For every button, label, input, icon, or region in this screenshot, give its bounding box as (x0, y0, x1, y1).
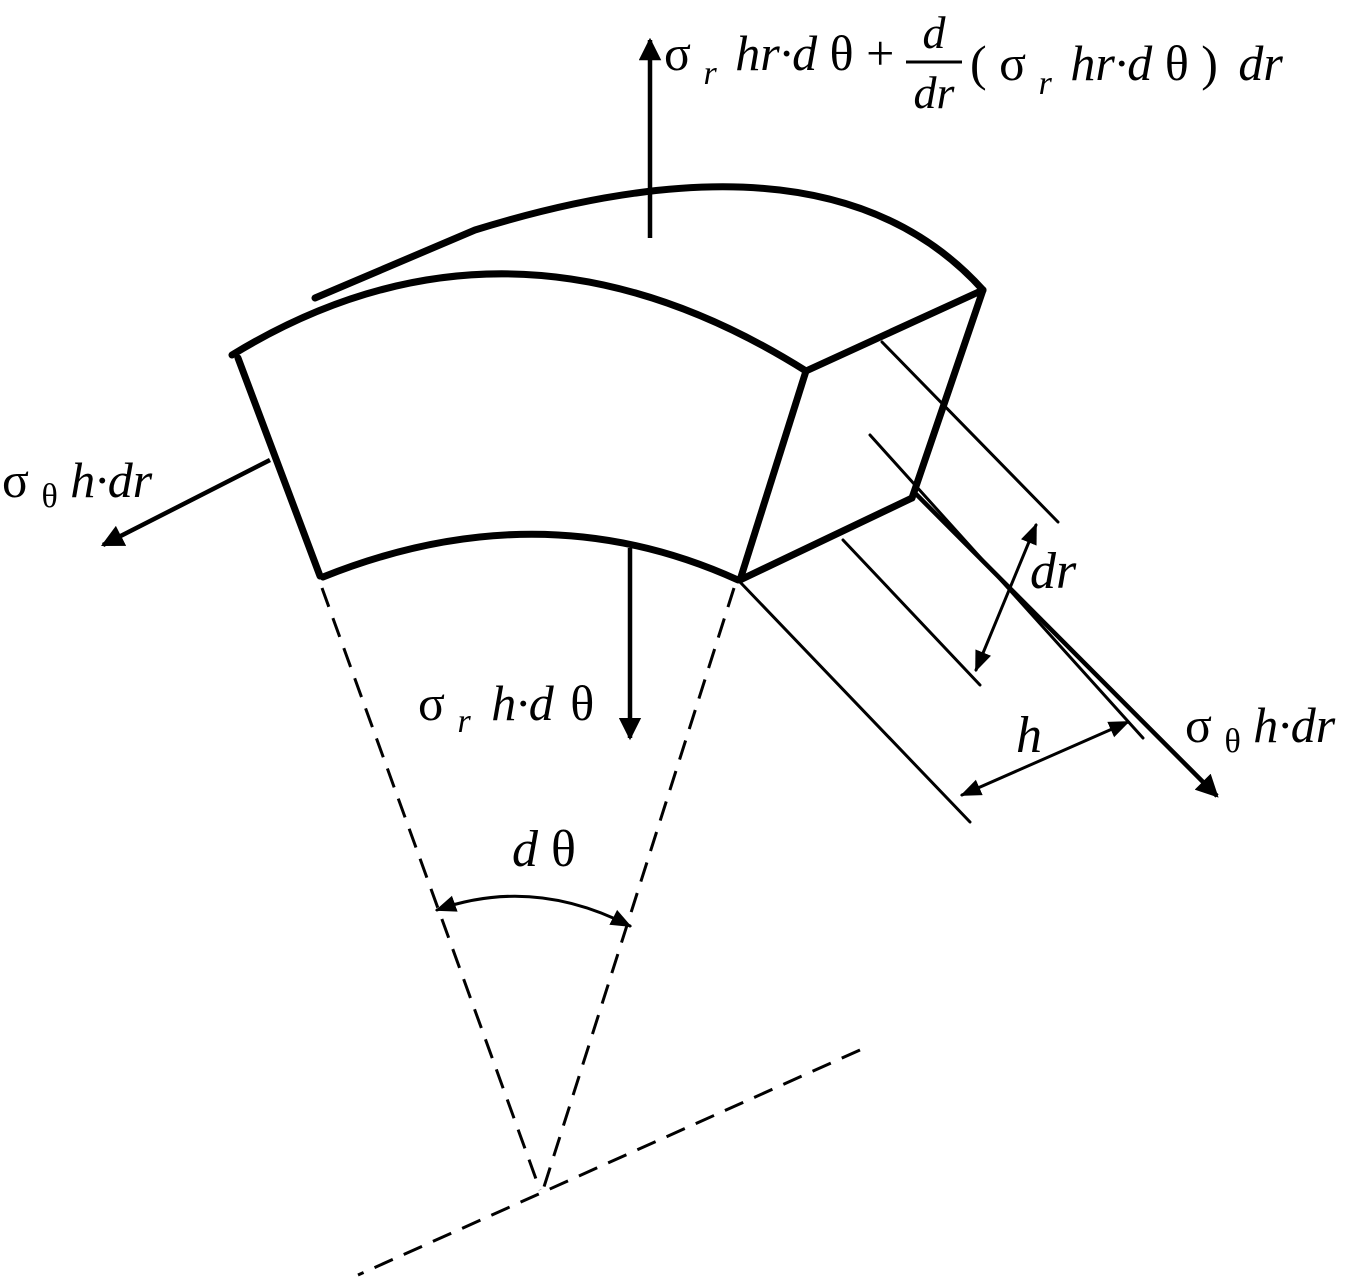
dim-h-label: h (1016, 707, 1042, 764)
curved-element (228, 183, 987, 584)
dashed-reference-line (357, 1048, 861, 1277)
left-force-arrow (100, 457, 272, 548)
right-force-arrow (910, 488, 1219, 798)
element-front-top-arc (228, 270, 810, 375)
top-force-fraction-numerator: d (923, 7, 947, 58)
extension-line-1 (880, 340, 1060, 524)
top-force-fraction-denominator: dr (914, 67, 956, 118)
extension-line-2 (841, 538, 982, 687)
element-bottom-right-edge (736, 494, 916, 584)
dim-h-arrow (960, 720, 1130, 797)
dashed-radius-right (541, 587, 736, 1191)
dim-dr-label: dr (1030, 543, 1077, 600)
right-force-label: σ θ h·dr (1185, 697, 1336, 763)
force-arrows (100, 37, 1219, 798)
element-front-right-edge (736, 367, 810, 584)
element-left-edge (234, 354, 324, 580)
top-force-label-rest: ( σ r hr·d θ ) dr (970, 35, 1283, 105)
construction-lines (320, 587, 861, 1277)
bottom-force-label: σ r h·d θ (418, 675, 594, 743)
element-back-right-edge (908, 286, 987, 502)
element-bottom-arc (319, 530, 742, 584)
dim-dr-arrow (974, 523, 1038, 672)
top-force-label: σ r hr·d θ + (664, 25, 894, 95)
element-top-right-edge (802, 286, 987, 375)
extension-line-3 (738, 580, 972, 824)
element-back-top-arc (311, 183, 987, 302)
left-force-label: σ θ h·dr (2, 452, 153, 518)
angle-label: d θ (512, 821, 576, 878)
dashed-radius-left (320, 587, 542, 1191)
angle-arc (435, 894, 632, 928)
